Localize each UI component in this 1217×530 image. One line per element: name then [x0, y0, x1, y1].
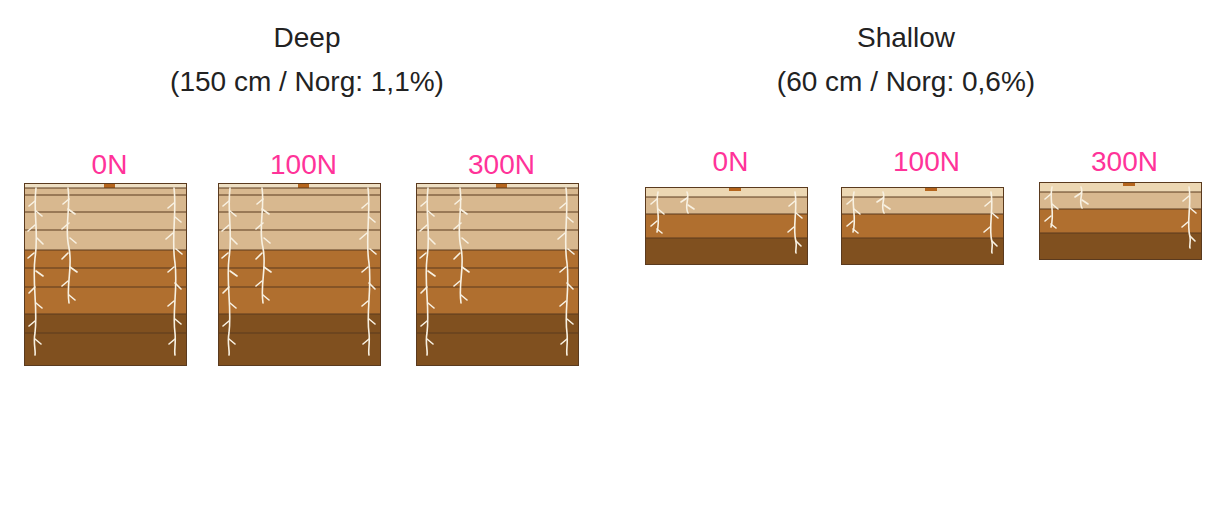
soil-column: 100N: [218, 148, 389, 366]
soil-column: 300N: [416, 148, 587, 366]
soil-column: 0N: [645, 145, 816, 265]
nitrogen-rate-label: 0N: [24, 148, 195, 182]
nitrogen-rate-label: 100N: [841, 145, 1012, 179]
group-subtitle: (60 cm / Norg: 0,6%): [777, 65, 1035, 99]
soil-column: 100N: [841, 145, 1012, 265]
group-subtitle: (150 cm / Norg: 1,1%): [170, 65, 444, 99]
nitrogen-rate-label: 300N: [416, 148, 587, 182]
nitrogen-rate-label: 300N: [1039, 145, 1210, 179]
nitrogen-rate-label: 0N: [645, 145, 816, 179]
nitrogen-rate-label: 100N: [218, 148, 389, 182]
soil-column: 0N: [24, 148, 195, 366]
soil-column: 300N: [1039, 145, 1210, 260]
group-title: Deep: [274, 21, 341, 55]
group-title: Shallow: [857, 21, 955, 55]
